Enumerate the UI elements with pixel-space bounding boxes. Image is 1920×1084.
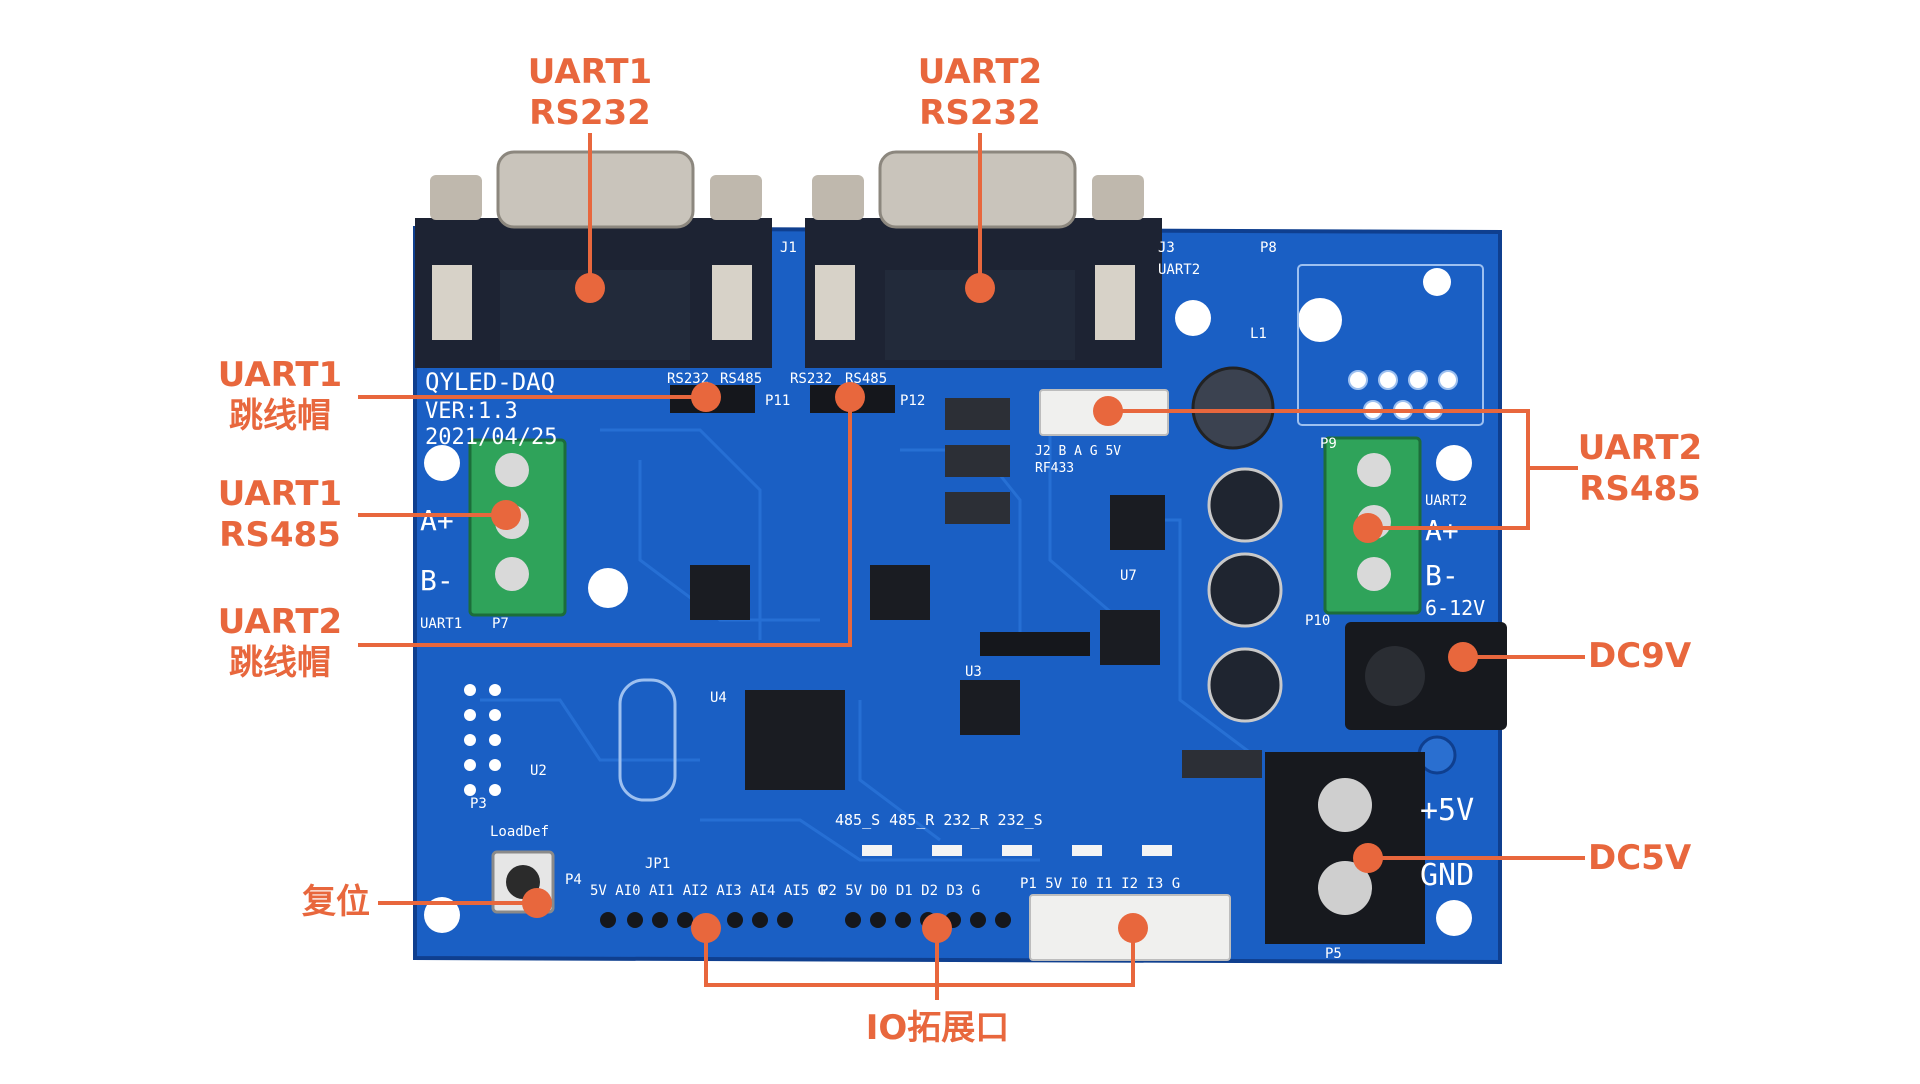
svg-text:U7: U7 <box>1120 568 1137 584</box>
callout-line: UART2 <box>217 602 343 642</box>
callout-uart1-jumper: UART1 跳线帽 <box>210 355 350 437</box>
callout-uart1-rs485: UART1 RS485 <box>210 474 350 556</box>
callout-line: UART1 <box>217 355 343 395</box>
svg-text:P10: P10 <box>1305 613 1330 629</box>
callout-line: 复位 <box>302 882 370 922</box>
callout-line: 跳线帽 <box>229 396 331 436</box>
callout-dc9v: DC9V <box>1588 636 1708 677</box>
callout-line: RS232 <box>529 93 651 133</box>
callout-uart1-rs232: UART1 RS232 <box>520 52 660 134</box>
callout-line: UART2 <box>917 52 1043 92</box>
svg-text:B-: B- <box>420 564 454 597</box>
svg-text:U4: U4 <box>710 690 727 706</box>
svg-text:P12: P12 <box>900 393 925 409</box>
svg-text:RF433: RF433 <box>1035 461 1074 476</box>
reset-button-component <box>491 850 555 914</box>
uart2-db9-connector <box>805 150 1162 368</box>
board-version: VER:1.3 <box>425 399 518 424</box>
annotation-leaders <box>358 133 1585 1000</box>
svg-text:+5V: +5V <box>1420 793 1474 828</box>
callout-line: 跳线帽 <box>229 643 331 683</box>
svg-text:RS232: RS232 <box>667 371 709 387</box>
svg-text:J1: J1 <box>780 240 797 256</box>
callout-uart2-rs232: UART2 RS232 <box>910 52 1050 134</box>
callout-line: RS232 <box>919 93 1041 133</box>
uart1-rs485-terminal <box>468 438 567 617</box>
callout-line: RS485 <box>219 515 341 555</box>
callout-dc5v: DC5V <box>1588 838 1708 879</box>
electrolytic-capacitors <box>1207 467 1283 723</box>
callout-line: UART1 <box>217 474 343 514</box>
callout-io-expansion: IO拓展口 <box>850 1008 1025 1049</box>
p3-header <box>464 684 501 796</box>
crystal-oscillator <box>618 678 677 802</box>
smd-diodes <box>945 398 1262 778</box>
ic-chips <box>690 495 1165 790</box>
annotation-dots <box>491 273 1478 943</box>
callout-line: DC9V <box>1588 636 1692 676</box>
callout-line: UART1 <box>527 52 653 92</box>
uart1-db9-connector <box>415 150 772 368</box>
svg-text:L1: L1 <box>1250 326 1267 342</box>
svg-text:P8: P8 <box>1260 240 1277 256</box>
p8-connector-area <box>1297 264 1484 426</box>
svg-text:5V AI0 AI1 AI2 AI3 AI4 AI5 G: 5V AI0 AI1 AI2 AI3 AI4 AI5 G <box>590 883 826 899</box>
status-leds <box>862 845 1172 856</box>
callout-line: UART2 <box>1577 428 1703 468</box>
svg-text:RS232: RS232 <box>790 371 832 387</box>
callout-uart2-rs485: UART2 RS485 <box>1570 428 1710 510</box>
svg-text:A+: A+ <box>1425 514 1459 547</box>
svg-text:P2 5V D0 D1 D2 D3 G: P2 5V D0 D1 D2 D3 G <box>820 883 980 899</box>
svg-text:6-12V: 6-12V <box>1425 596 1485 620</box>
callout-line: IO拓展口 <box>865 1008 1010 1048</box>
board-name: QYLED-DAQ <box>425 368 555 396</box>
svg-text:JP1: JP1 <box>645 856 670 872</box>
io-header-pins <box>600 912 1011 928</box>
callout-line: DC5V <box>1588 838 1692 878</box>
callout-uart2-jumper: UART2 跳线帽 <box>210 602 350 684</box>
svg-text:J2 B A G 5V: J2 B A G 5V <box>1035 444 1121 459</box>
svg-text:U3: U3 <box>965 664 982 680</box>
svg-text:A+: A+ <box>420 504 454 537</box>
svg-text:UART1: UART1 <box>420 616 462 632</box>
silkscreen: QYLED-DAQ VER:1.3 2021/04/25 J1 J3 UART2… <box>420 240 1485 962</box>
svg-text:RS485: RS485 <box>845 371 887 387</box>
svg-text:RS485: RS485 <box>720 371 762 387</box>
p6-header <box>980 632 1090 656</box>
callout-line: RS485 <box>1579 469 1701 509</box>
svg-text:P5: P5 <box>1325 946 1342 962</box>
svg-text:P11: P11 <box>765 393 790 409</box>
svg-text:P3: P3 <box>470 796 487 812</box>
mounting-holes <box>424 268 1472 936</box>
svg-text:UART2: UART2 <box>1158 262 1200 278</box>
svg-text:P7: P7 <box>492 616 509 632</box>
svg-text:485_S 485_R 232_R 232_S: 485_S 485_R 232_R 232_S <box>835 811 1043 829</box>
svg-text:P1 5V I0 I1 I2 I3 G: P1 5V I0 I1 I2 I3 G <box>1020 876 1180 892</box>
svg-text:U2: U2 <box>530 763 547 779</box>
svg-text:P4: P4 <box>565 872 582 888</box>
dc9v-barrel-jack <box>1345 622 1507 730</box>
svg-text:UART2: UART2 <box>1425 493 1467 509</box>
inductor-l1 <box>1191 366 1275 450</box>
svg-text:LoadDef: LoadDef <box>490 824 549 840</box>
svg-text:B-: B- <box>1425 559 1459 592</box>
svg-text:P9: P9 <box>1320 436 1337 452</box>
dc5v-screw-terminal <box>1265 752 1425 944</box>
svg-text:GND: GND <box>1420 858 1474 893</box>
svg-text:J3: J3 <box>1158 240 1175 256</box>
callout-reset: 复位 <box>290 882 370 923</box>
board-date: 2021/04/25 <box>425 425 557 450</box>
